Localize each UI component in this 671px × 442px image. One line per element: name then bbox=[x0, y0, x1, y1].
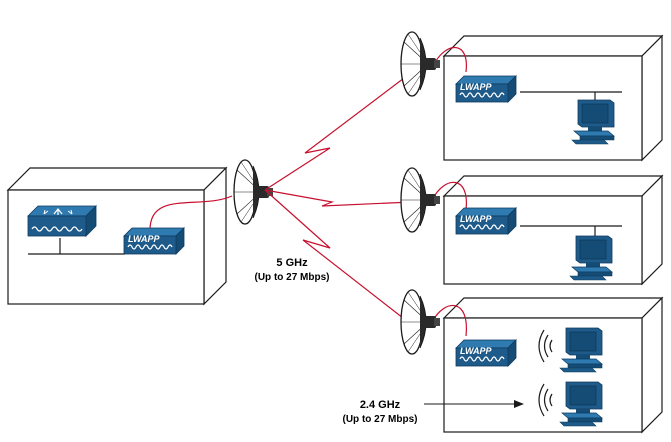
wireless-link-middle bbox=[264, 189, 413, 207]
ap-label: LWAPP bbox=[128, 234, 161, 244]
router-icon bbox=[27, 205, 97, 237]
wireless-links bbox=[264, 71, 413, 326]
ap-label: LWAPP bbox=[460, 346, 493, 356]
wireless-link-top bbox=[264, 71, 413, 191]
antenna-cable-left bbox=[149, 195, 233, 231]
ap-label: LWAPP bbox=[460, 214, 493, 224]
arrow-icon bbox=[424, 400, 524, 408]
lwapp-ap-icon: LWAPP bbox=[123, 227, 185, 255]
lwapp-ap-icon: LWAPP bbox=[455, 207, 517, 235]
antenna-dish-icon bbox=[400, 167, 441, 233]
antenna-cable-2 bbox=[431, 181, 467, 211]
ap-label: LWAPP bbox=[460, 82, 493, 92]
antenna-cable-3 bbox=[431, 305, 467, 337]
antenna-dish-icon bbox=[400, 289, 441, 355]
band-24ghz-label: 2.4 GHz bbox=[360, 399, 401, 411]
building-right-2 bbox=[442, 174, 664, 286]
wireless-link-bottom bbox=[264, 189, 413, 326]
band-5ghz-label: 5 GHz bbox=[276, 257, 308, 269]
band-24ghz-rate: (Up to 27 Mbps) bbox=[343, 414, 418, 425]
band-5ghz-rate: (Up to 27 Mbps) bbox=[255, 272, 330, 283]
lwapp-ap-icon: LWAPP bbox=[455, 75, 517, 103]
building-right-3 bbox=[442, 296, 664, 434]
lwapp-ap-icon: LWAPP bbox=[455, 339, 517, 367]
antenna-dish-icon bbox=[400, 31, 441, 97]
